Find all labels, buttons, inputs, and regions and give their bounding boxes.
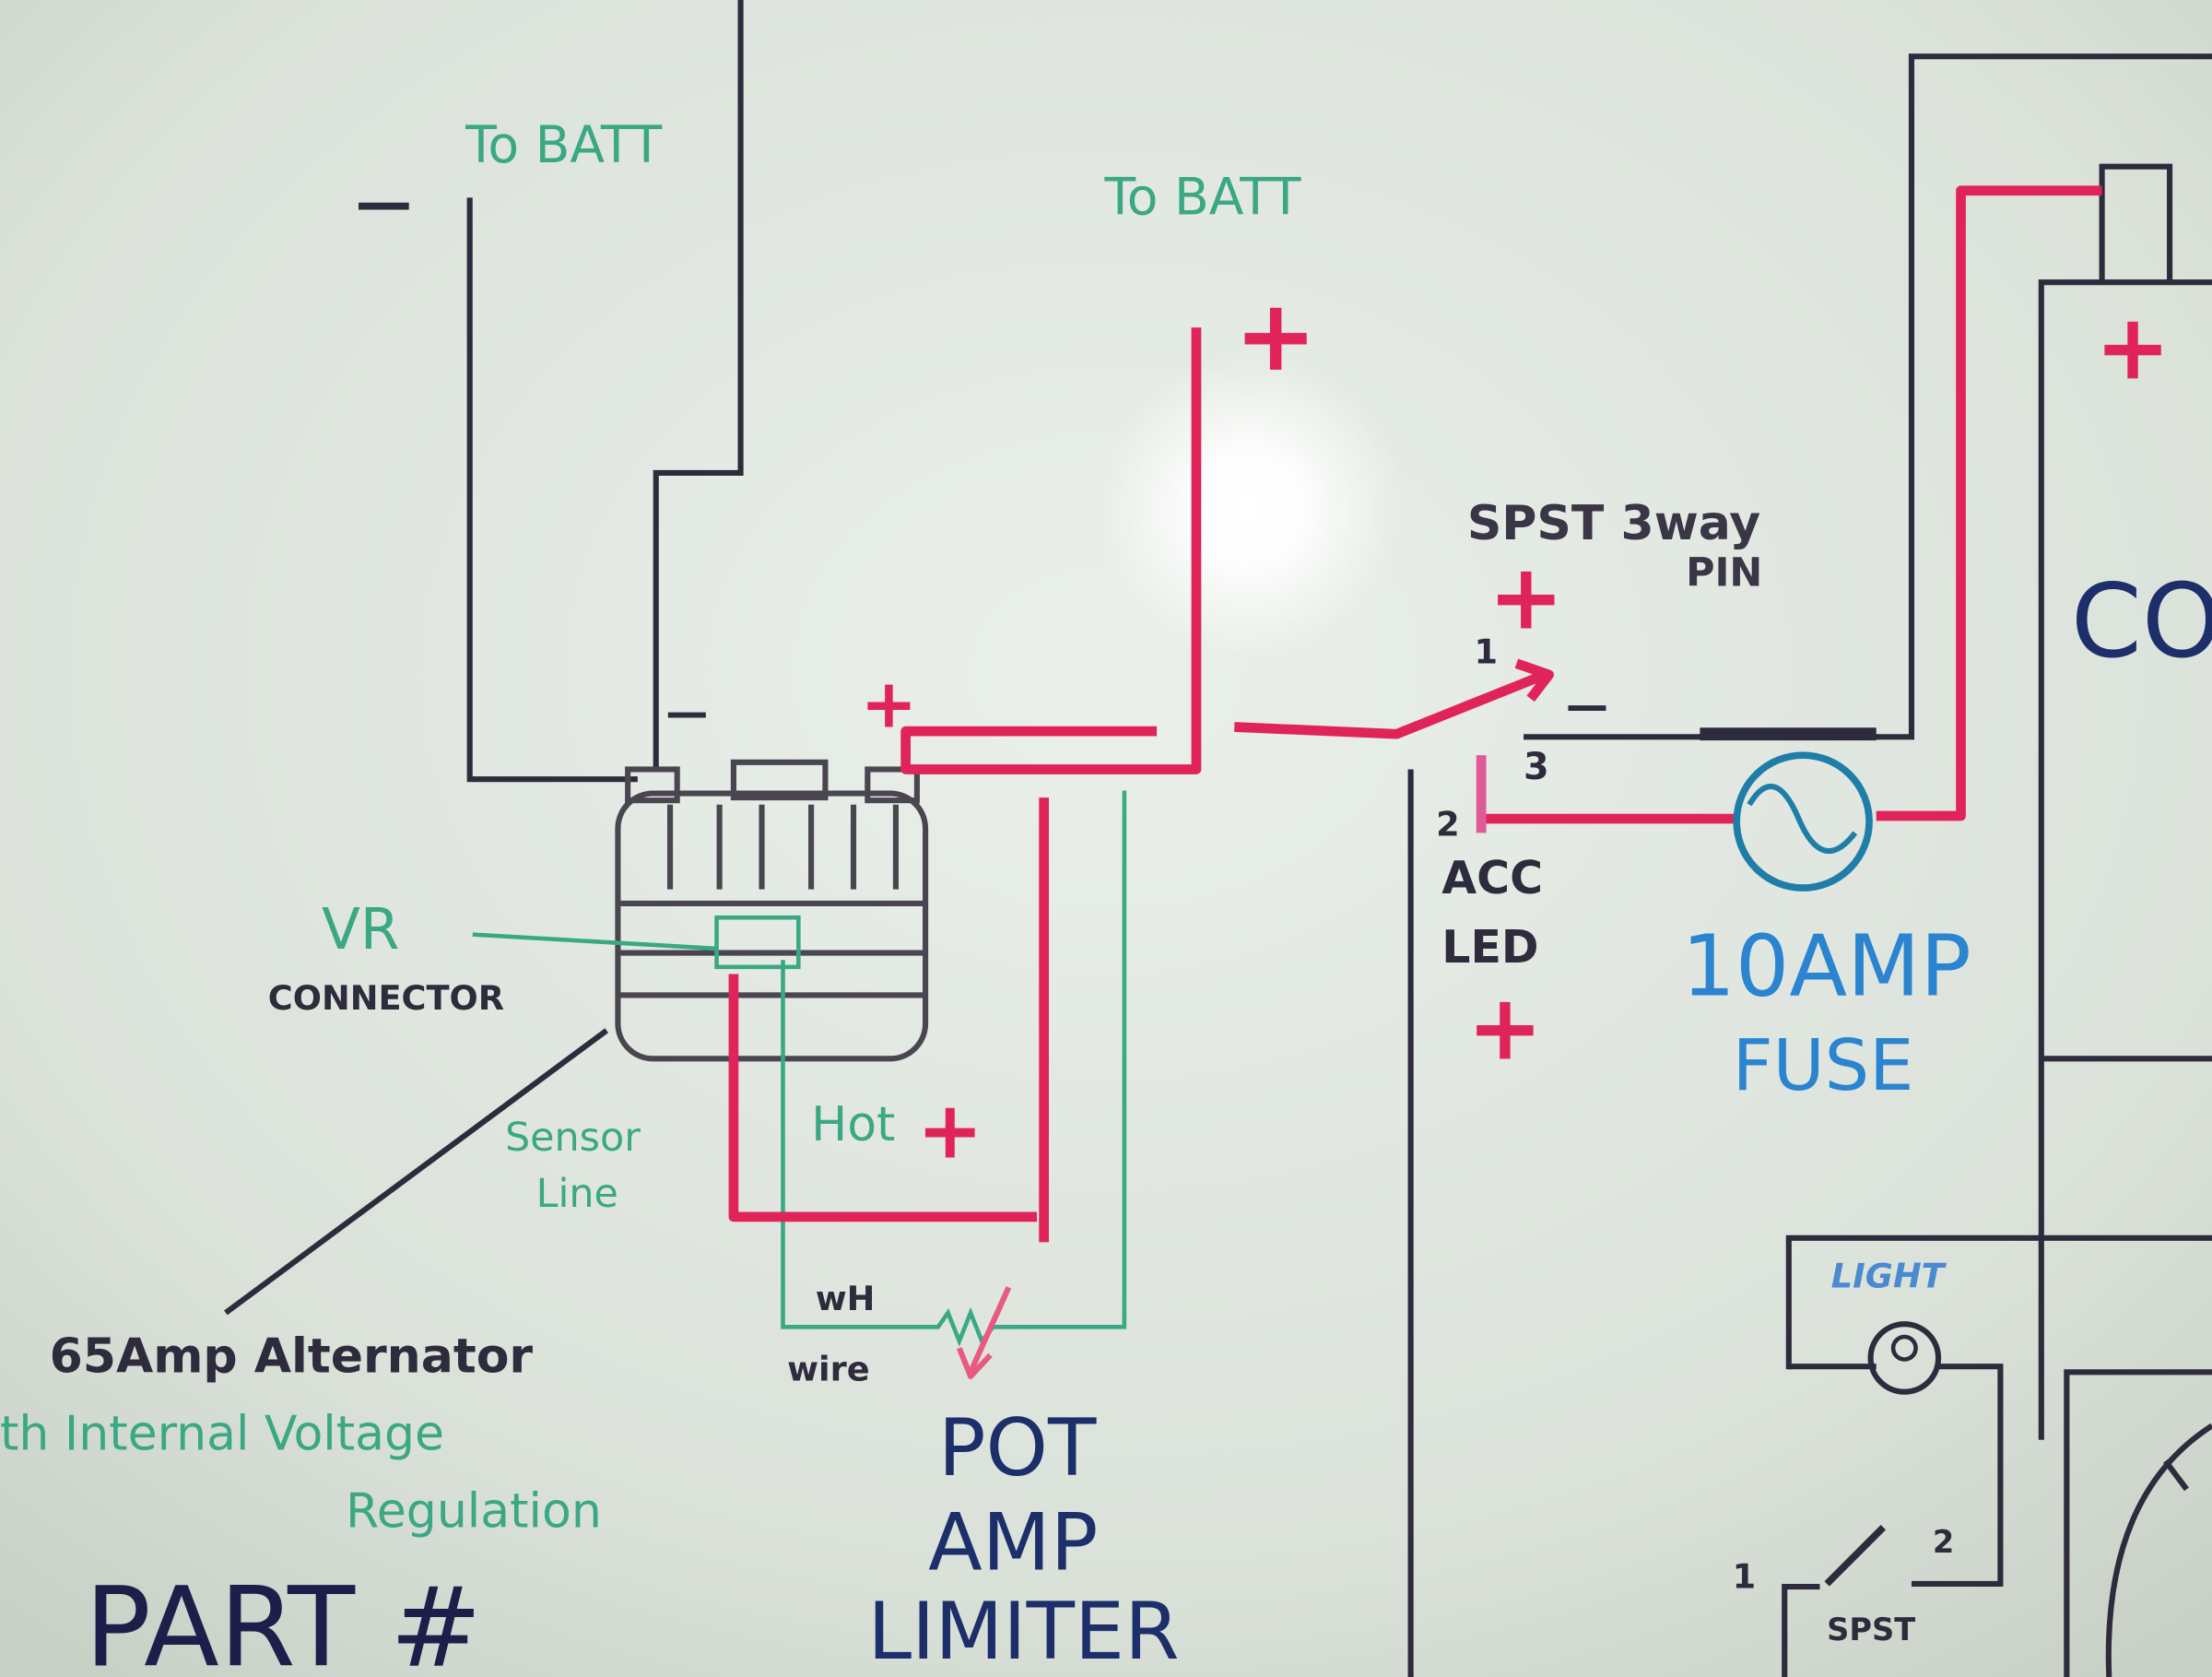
sensor-label-2: Line: [536, 1171, 618, 1217]
light-pin1: 1: [1733, 1557, 1757, 1597]
alternator-sub-2: Regulation: [346, 1484, 602, 1540]
connector-label: CONNECTOR: [268, 978, 504, 1018]
light-pin2: 2: [1933, 1524, 1954, 1560]
device-pos: +: [2095, 295, 2171, 400]
to-batt-left: To BATT: [465, 115, 662, 174]
light-bulb-icon: [1867, 1321, 1942, 1395]
alt-pos: +: [861, 666, 918, 744]
pot-label-2: AMP: [928, 1497, 1098, 1589]
device-label: CO: [2071, 562, 2212, 680]
neg-label-alt: —: [665, 688, 708, 738]
sensor-wiring: [472, 790, 1127, 1347]
to-batt-right: To BATT: [1103, 168, 1300, 227]
led-pos: +: [1467, 975, 1543, 1081]
led-label: LED: [1441, 921, 1538, 974]
positive-wiring: [728, 185, 2102, 1379]
switch-title-1: SPST 3way: [1467, 496, 1760, 551]
light-filament: [1890, 1334, 1918, 1362]
ground-wiring: [224, 0, 2212, 1677]
fuse-wave: [1747, 784, 1858, 855]
batt-pos: +: [1234, 279, 1317, 394]
alternator-sub-1: th Internal Voltage: [0, 1406, 444, 1461]
switch-title-2: PIN: [1686, 549, 1762, 596]
acc-label: ACC: [1441, 852, 1543, 904]
alternator-label: 65Amp Alternator: [50, 1329, 534, 1384]
fuse-label-1: 10AMP: [1681, 916, 1971, 1015]
pin1-pos: +: [1488, 545, 1564, 650]
light-glare: [1093, 352, 1404, 664]
hot-label: Hot: [811, 1097, 895, 1152]
wire-label: wire: [787, 1349, 870, 1388]
wh-label: wH: [816, 1279, 876, 1318]
light-spst: SPST: [1827, 1612, 1915, 1647]
alternator-icon: [615, 759, 929, 1062]
part-label: PART #: [85, 1565, 482, 1677]
sensor-label-1: Sensor: [505, 1115, 641, 1161]
neg-label-top: —: [356, 170, 412, 235]
hot-pos: +: [917, 1085, 983, 1177]
fuse-label-2: FUSE: [1733, 1025, 1914, 1107]
fuse-icon: [1733, 751, 1873, 892]
pin1-label: 1: [1474, 632, 1498, 672]
switch-neg: —: [1566, 680, 1608, 730]
pot-label-3: LIMITER: [867, 1586, 1179, 1677]
light-label: LIGHT: [1831, 1256, 1947, 1295]
pin2-label: 2: [1436, 804, 1460, 844]
pot-label-1: POT: [938, 1402, 1097, 1494]
vr-label: VR: [322, 897, 399, 963]
pin3-label: 3: [1524, 746, 1549, 788]
